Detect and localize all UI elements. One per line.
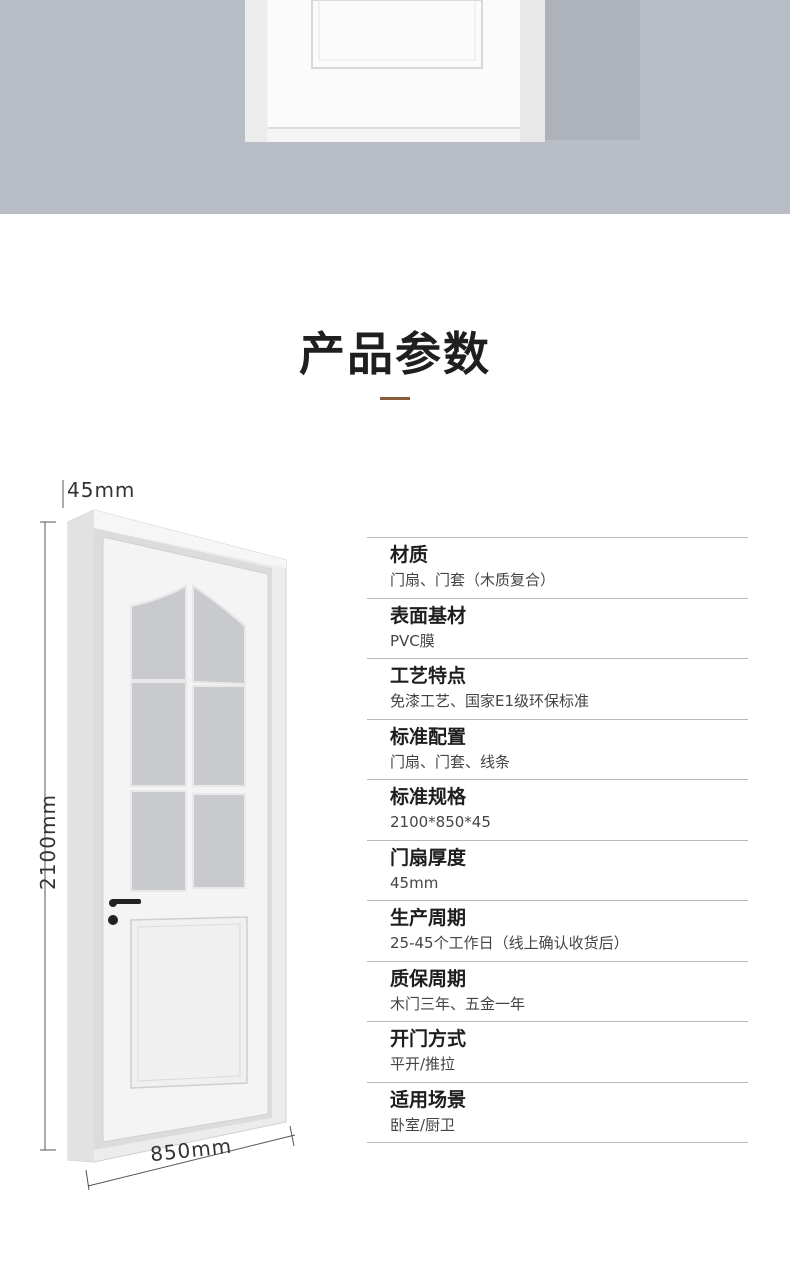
- spec-value: PVC膜: [390, 631, 435, 650]
- spec-label: 标准规格: [390, 786, 467, 808]
- spec-label: 表面基材: [390, 604, 467, 627]
- door-diagram: [40, 480, 296, 1191]
- spec-label: 开门方式: [390, 1028, 467, 1050]
- spec-row-scene: 适用场景 卧室/厨卫: [367, 1081, 748, 1143]
- spec-row-thickness: 门扇厚度 45mm: [367, 839, 748, 901]
- spec-label: 门扇厚度: [390, 846, 467, 869]
- spec-label: 质保周期: [390, 967, 467, 990]
- spec-value: 门扇、门套、线条: [390, 752, 511, 771]
- spec-row-opening: 开门方式 平开/推拉: [367, 1021, 748, 1082]
- spec-label: 标准配置: [390, 725, 467, 748]
- spec-value: 木门三年、五金一年: [390, 994, 526, 1013]
- spec-table: 材质 门扇、门套（木质复合） 表面基材 PVC膜 工艺特点 免漆工艺、国家E1级…: [367, 537, 748, 1143]
- spec-label: 工艺特点: [390, 665, 467, 687]
- door-photo: [0, 0, 790, 214]
- thickness-label: 45mm: [67, 478, 136, 502]
- spec-value: 门扇、门套（木质复合）: [390, 571, 556, 589]
- spec-label: 材质: [390, 544, 429, 566]
- spec-value: 平开/推拉: [390, 1055, 456, 1073]
- spec-value: 免漆工艺、国家E1级环保标准: [390, 692, 590, 710]
- spec-label: 适用场景: [390, 1088, 467, 1111]
- spec-row-production: 生产周期 25-45个工作日（线上确认收货后）: [367, 900, 748, 961]
- spec-label: 生产周期: [390, 907, 467, 929]
- spec-row-config: 标准配置 门扇、门套、线条: [367, 718, 748, 780]
- spec-value: 卧室/厨卫: [390, 1115, 456, 1134]
- spec-row-surface: 表面基材 PVC膜: [367, 597, 748, 659]
- hero-image: [0, 0, 790, 214]
- spec-row-process: 工艺特点 免漆工艺、国家E1级环保标准: [367, 658, 748, 719]
- spec-row-material: 材质 门扇、门套（木质复合）: [367, 537, 748, 598]
- title-underline: [380, 397, 410, 400]
- section-title: 产品参数: [299, 327, 491, 381]
- spec-value: 25-45个工作日（线上确认收货后）: [390, 934, 629, 952]
- spec-value: 45mm: [390, 873, 439, 892]
- spec-row-size: 标准规格 2100*850*45: [367, 779, 748, 840]
- spec-value: 2100*850*45: [390, 813, 491, 831]
- spec-row-warranty: 质保周期 木门三年、五金一年: [367, 960, 748, 1022]
- height-label: 2100mm: [36, 794, 60, 890]
